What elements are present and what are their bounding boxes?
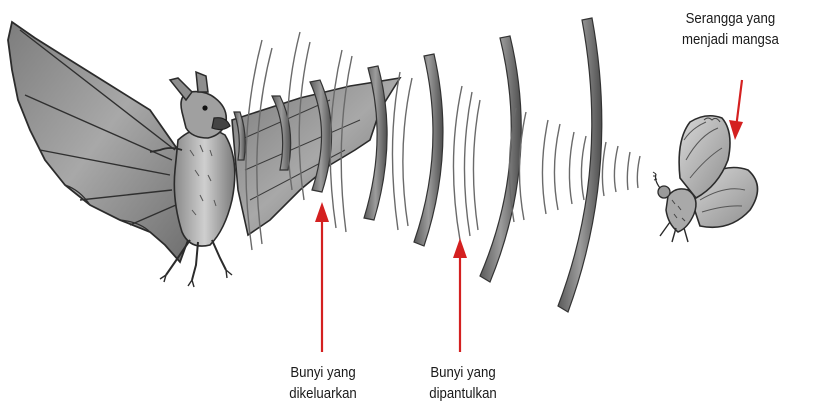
label-prey-line-2: menjadi mangsa <box>660 29 801 50</box>
label-reflected-line-2: dipantulkan <box>406 383 520 404</box>
arrow-to-moth <box>729 80 743 140</box>
label-prey-line-1: Serangga yang <box>660 8 801 29</box>
reflected-waves-thick <box>414 18 602 312</box>
label-prey-insect: Serangga yang menjadi mangsa <box>660 8 801 50</box>
label-emitted-line-1: Bunyi yang <box>266 362 380 383</box>
label-reflected-sound: Bunyi yang dipantulkan <box>406 362 520 404</box>
bat-body <box>174 129 234 247</box>
arrow-to-emitted-wave <box>315 202 329 352</box>
label-emitted-line-2: dikeluarkan <box>266 383 380 404</box>
bat-left-wing <box>8 22 188 262</box>
label-emitted-sound: Bunyi yang dikeluarkan <box>266 362 380 404</box>
arrow-to-reflected-wave <box>453 238 467 352</box>
moth-illustration <box>653 116 758 242</box>
label-reflected-line-1: Bunyi yang <box>406 362 520 383</box>
